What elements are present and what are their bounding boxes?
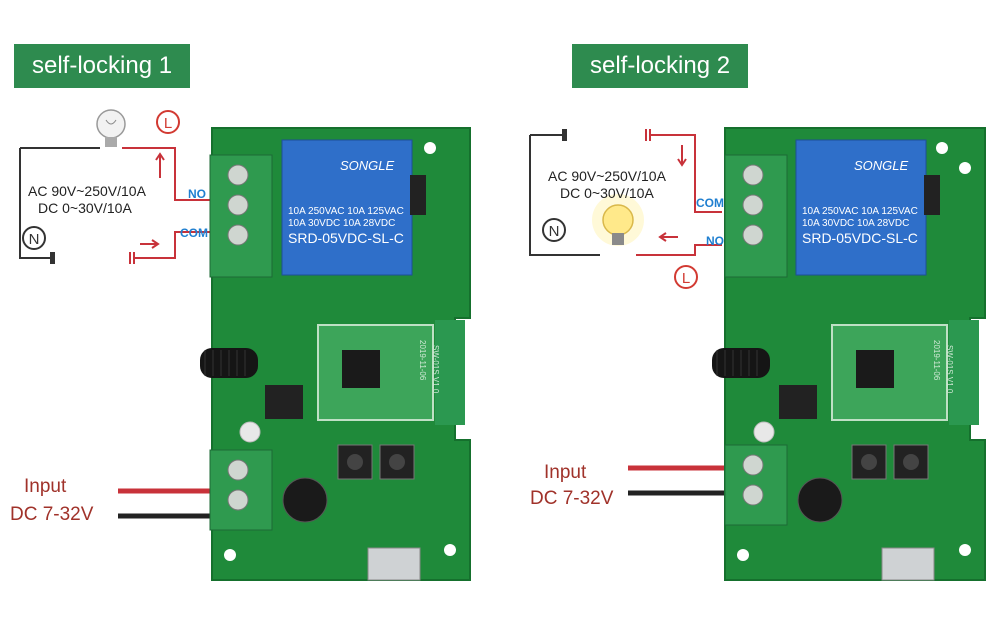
terminal-screw <box>227 164 249 186</box>
live-plug <box>129 252 135 264</box>
antenna-trace <box>435 320 465 425</box>
board-version: SW-01S V1.0 <box>945 345 954 394</box>
relay-model: SRD-05VDC-SL-C <box>288 230 404 246</box>
input-label: Input <box>544 462 587 483</box>
terminal-screw <box>742 224 764 246</box>
relay <box>281 139 413 276</box>
diode <box>924 175 940 215</box>
neutral-wire <box>19 148 50 259</box>
board-date: 2019-11-06 <box>418 340 427 381</box>
inductor <box>265 385 303 419</box>
mount-hole <box>224 549 236 561</box>
terminal-screw <box>742 164 764 186</box>
mount-hole <box>959 162 971 174</box>
terminal-screw <box>742 484 764 506</box>
mount-hole <box>959 544 971 556</box>
lamp-off-icon <box>96 109 126 147</box>
electrolytic-capacitor <box>797 477 843 523</box>
diode <box>410 175 426 215</box>
relay-rating-1: 10A 250VAC 10A 125VAC <box>802 206 918 217</box>
antenna-trace <box>949 320 979 425</box>
panel-title: self-locking 2 <box>572 44 749 88</box>
diagram-panel-2: self-locking 2 L N AC 90V~250V/10A DC 0~… <box>500 0 1000 624</box>
terminal-screw <box>742 454 764 476</box>
live-wire-com <box>650 134 722 213</box>
neutral-plug <box>50 252 55 264</box>
live-wire-com <box>134 231 212 259</box>
neutral-plug <box>562 129 567 141</box>
chip <box>342 350 380 388</box>
ac-spec: AC 90V~250V/10A <box>548 168 666 184</box>
chip <box>856 350 894 388</box>
relay-brand: SONGLE <box>340 158 395 173</box>
capacitor-small <box>753 421 775 443</box>
relay-brand: SONGLE <box>854 158 909 173</box>
live-symbol: L <box>674 265 698 289</box>
mount-hole <box>424 142 436 154</box>
diagram-panel-1: self-locking 1 L N AC 90V~250V/10A DC 0~… <box>10 44 471 581</box>
neutral-symbol: N <box>22 226 46 250</box>
mount-hole <box>444 544 456 556</box>
electrolytic-capacitor <box>282 477 328 523</box>
relay-rating-2: 10A 30VDC 10A 28VDC <box>288 218 396 229</box>
antenna-coil <box>712 348 770 378</box>
input-label: Input <box>24 476 67 497</box>
dc-spec: DC 0~30V/10A <box>560 185 654 201</box>
wiring-diagram-2 <box>529 127 986 581</box>
terminal-screw <box>227 489 249 511</box>
board-date: 2019-11-06 <box>932 340 941 381</box>
live-symbol: L <box>156 110 180 134</box>
pin-label-bottom: NO <box>706 234 724 248</box>
capacitor-small <box>239 421 261 443</box>
neutral-symbol: N <box>542 218 566 242</box>
usb-port <box>881 547 935 581</box>
pin-label-bottom: COM <box>180 226 208 240</box>
terminal-screw <box>742 194 764 216</box>
antenna-coil <box>200 348 258 378</box>
lamp-on-icon <box>592 194 644 246</box>
live-wire-no <box>636 244 722 256</box>
terminal-screw <box>227 194 249 216</box>
terminal-screw <box>227 459 249 481</box>
relay-rating-1: 10A 250VAC 10A 125VAC <box>288 206 404 217</box>
usb-port <box>367 547 421 581</box>
neutral-wire <box>529 135 600 256</box>
pin-label-top: NO <box>188 187 206 201</box>
panel-title: self-locking 1 <box>14 44 191 88</box>
live-plug <box>645 129 651 141</box>
board-version: SW-01S V1.0 <box>431 345 440 394</box>
arrow-up <box>155 152 165 178</box>
mount-hole <box>936 142 948 154</box>
dc-spec: DC 0~30V/10A <box>38 200 132 216</box>
pin-label-top: COM <box>696 196 724 210</box>
wiring-diagram-1 <box>19 109 471 581</box>
arrow-right <box>140 239 160 249</box>
mount-hole <box>737 549 749 561</box>
arrow-down <box>677 145 687 167</box>
ac-spec: AC 90V~250V/10A <box>28 183 146 199</box>
terminal-screw <box>227 224 249 246</box>
live-wire-no <box>122 147 212 201</box>
relay-rating-2: 10A 30VDC 10A 28VDC <box>802 218 910 229</box>
relay <box>795 139 927 276</box>
arrow-left <box>658 232 678 242</box>
relay-model: SRD-05VDC-SL-C <box>802 230 918 246</box>
input-voltage-label: DC 7-32V <box>530 488 614 509</box>
input-voltage-label: DC 7-32V <box>10 504 94 525</box>
inductor <box>779 385 817 419</box>
